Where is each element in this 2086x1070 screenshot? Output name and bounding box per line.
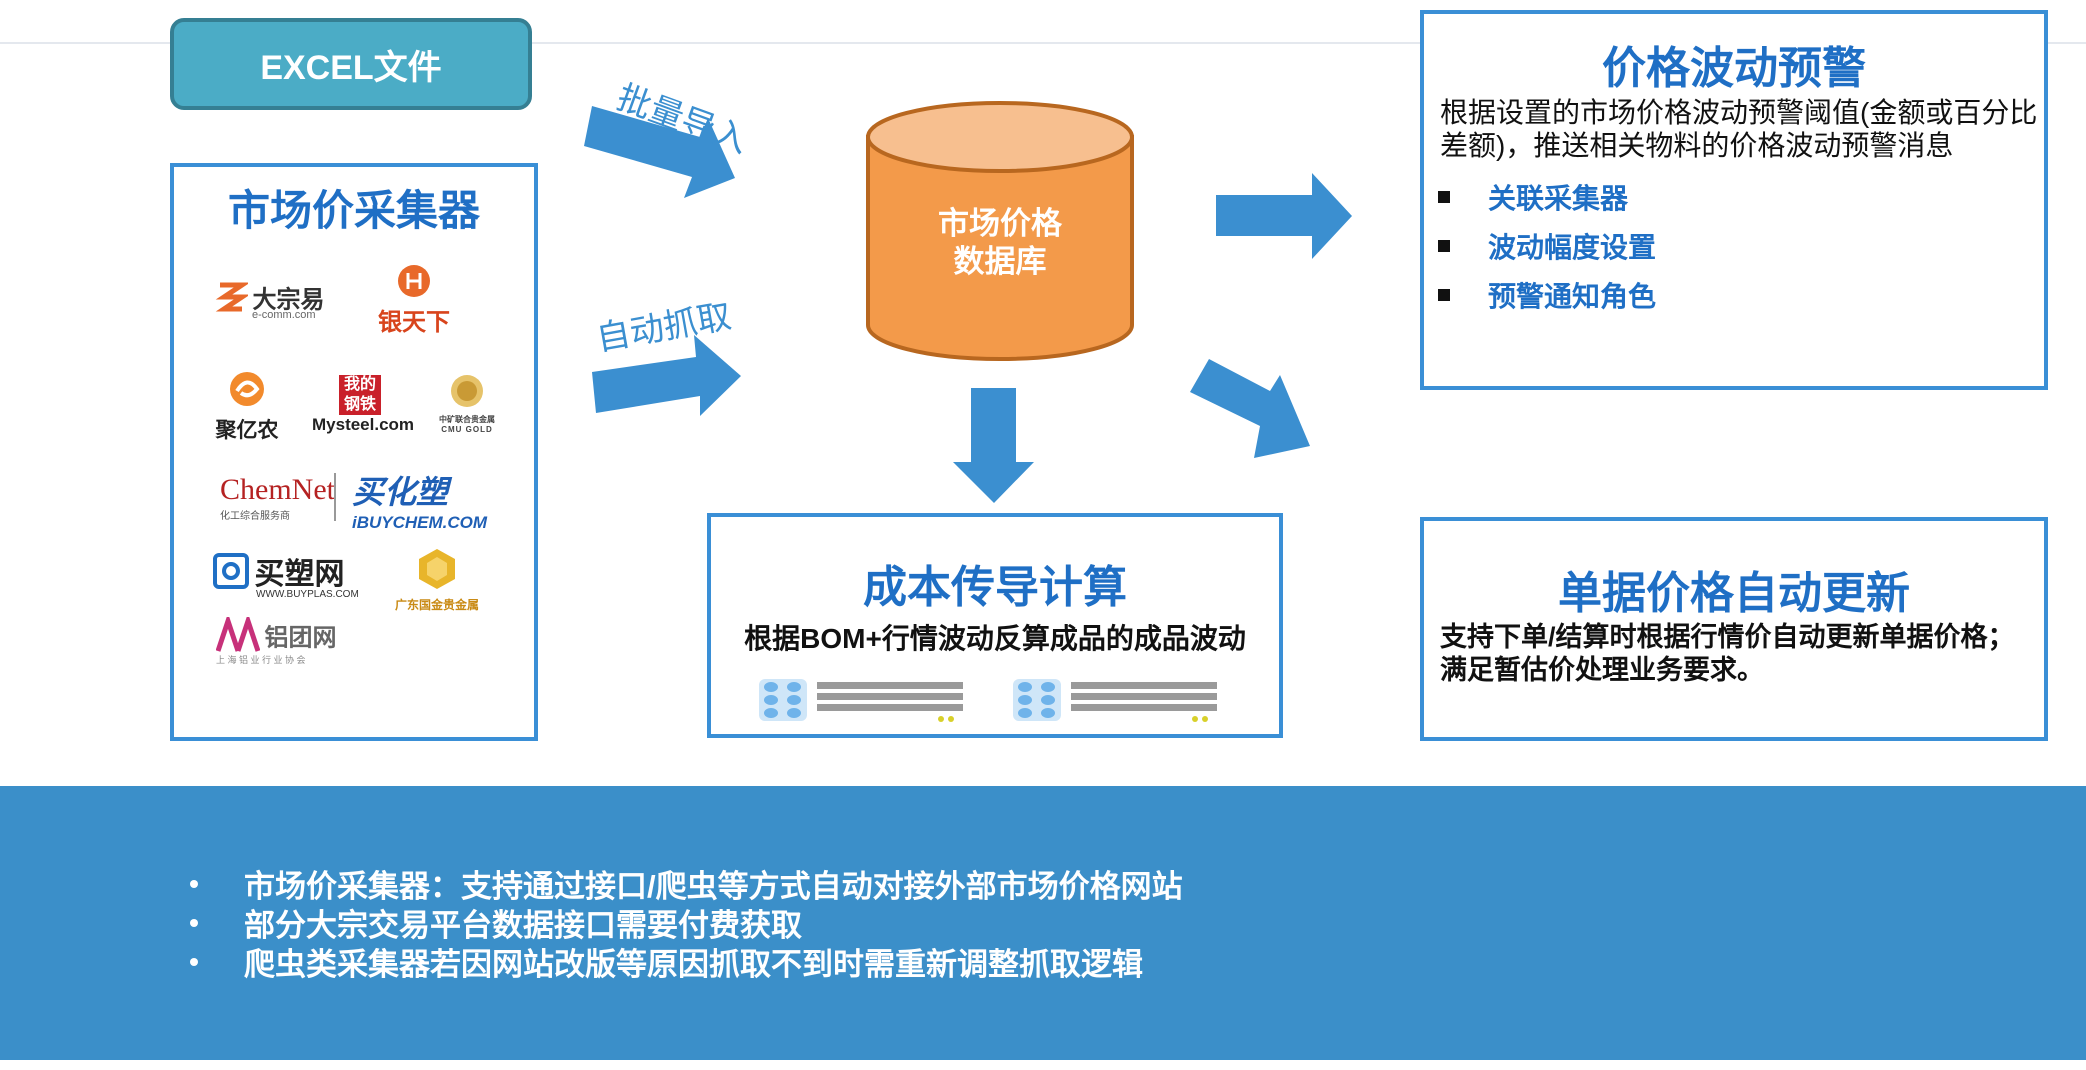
collector-title: 市场价采集器 [227, 187, 480, 234]
lvtuan-logo: 铝团网 上 海 铝 业 行 业 协 会 [215, 613, 336, 666]
warning-list-item: 波动幅度设置 [1438, 221, 1656, 270]
buyplas-icon [213, 553, 249, 589]
bullet-dot-icon [190, 879, 198, 888]
notes-band: 市场价采集器：支持通过接口/爬虫等方式自动对接外部市场价格网站 部分大宗交易平台… [0, 786, 2086, 1060]
dazongyi-icon [215, 282, 251, 312]
note-item: 部分大宗交易平台数据接口需要付费获取 [190, 903, 1183, 943]
bullet-square-icon [1438, 288, 1450, 301]
server-icon [1013, 679, 1217, 722]
excel-file-box: EXCEL文件 [170, 18, 532, 110]
yintianxia-icon [398, 265, 430, 297]
chemnet-logo: ChemNet 化工综合服务商 [220, 473, 335, 522]
dazongyi-logo: 大宗易 e-comm.com [214, 277, 324, 321]
batch-import-arrow [584, 106, 735, 198]
cost-title: 成本传导计算 [863, 563, 1127, 612]
database-label-line1: 市场价格 [938, 206, 1062, 241]
gd-gold-logo: 广东国金贵金属 [382, 547, 492, 613]
warning-list-item: 预警通知角色 [1438, 270, 1656, 319]
note-item: 市场价采集器：支持通过接口/爬虫等方式自动对接外部市场价格网站 [190, 864, 1183, 904]
update-desc: 支持下单/结算时根据行情价自动更新单据价格；满足暂估价处理业务要求。 [1440, 622, 2015, 685]
update-title: 单据价格自动更新 [1558, 569, 1910, 618]
juyinong-logo: 聚亿农 [214, 369, 280, 444]
price-warning-box: 价格波动预警 根据设置的市场价格波动预警阈值(金额或百分比差额)，推送相关物料的… [1420, 10, 2048, 390]
server-icons [759, 679, 1217, 722]
lvtuan-icon [215, 613, 261, 652]
database-label: 市场价格 数据库 [870, 205, 1130, 281]
bullet-square-icon [1438, 239, 1450, 252]
database-label-line2: 数据库 [953, 244, 1047, 279]
bullet-dot-icon [190, 918, 198, 927]
cost-calculation-box: 成本传导计算 根据BOM+行情波动反算成品的成品波动 [707, 513, 1283, 738]
bullet-square-icon [1438, 190, 1450, 203]
buyplas-logo: 买塑网 WWW.BUYPLAS.COM [212, 549, 359, 600]
auto-update-box: 单据价格自动更新 支持下单/结算时根据行情价自动更新单据价格；满足暂估价处理业务… [1420, 517, 2048, 741]
cmu-gold-icon [451, 375, 483, 407]
ibuychem-logo: 买化塑 iBUYCHEM.COM [352, 474, 488, 532]
yintianxia-logo: 银天下 [374, 263, 454, 337]
excel-file-label: EXCEL文件 [260, 48, 442, 87]
server-icon [759, 679, 963, 722]
cmu-gold-logo: 中矿联合贵金属 CMU GOLD [430, 373, 504, 434]
diagonal-arrow [1190, 359, 1310, 458]
warning-title: 价格波动预警 [1602, 44, 1866, 93]
database-cylinder [866, 101, 1134, 361]
juyinong-icon [230, 372, 264, 406]
market-price-collector-box: 市场价采集器 大宗易 e-comm.com 银天下 聚亿农 我的钢铁 Myste… [170, 163, 538, 741]
down-arrow [953, 388, 1034, 503]
right-arrow [1216, 173, 1352, 259]
mysteel-logo: 我的钢铁 Mysteel.com [312, 375, 415, 434]
warning-list: 关联采集器 波动幅度设置 预警通知角色 [1438, 172, 1656, 319]
note-item: 爬虫类采集器若因网站改版等原因抓取不到时需重新调整抓取逻辑 [190, 942, 1183, 982]
gd-gold-icon [419, 549, 455, 589]
warning-list-item: 关联采集器 [1438, 172, 1656, 221]
bullet-dot-icon [190, 957, 198, 966]
logo-divider [334, 473, 336, 521]
auto-fetch-arrow [592, 335, 741, 416]
cost-desc: 根据BOM+行情波动反算成品的成品波动 [744, 623, 1246, 654]
notes-list: 市场价采集器：支持通过接口/爬虫等方式自动对接外部市场价格网站 部分大宗交易平台… [190, 864, 1183, 982]
warning-desc: 根据设置的市场价格波动预警阈值(金额或百分比差额)，推送相关物料的价格波动预警消… [1440, 97, 2038, 161]
